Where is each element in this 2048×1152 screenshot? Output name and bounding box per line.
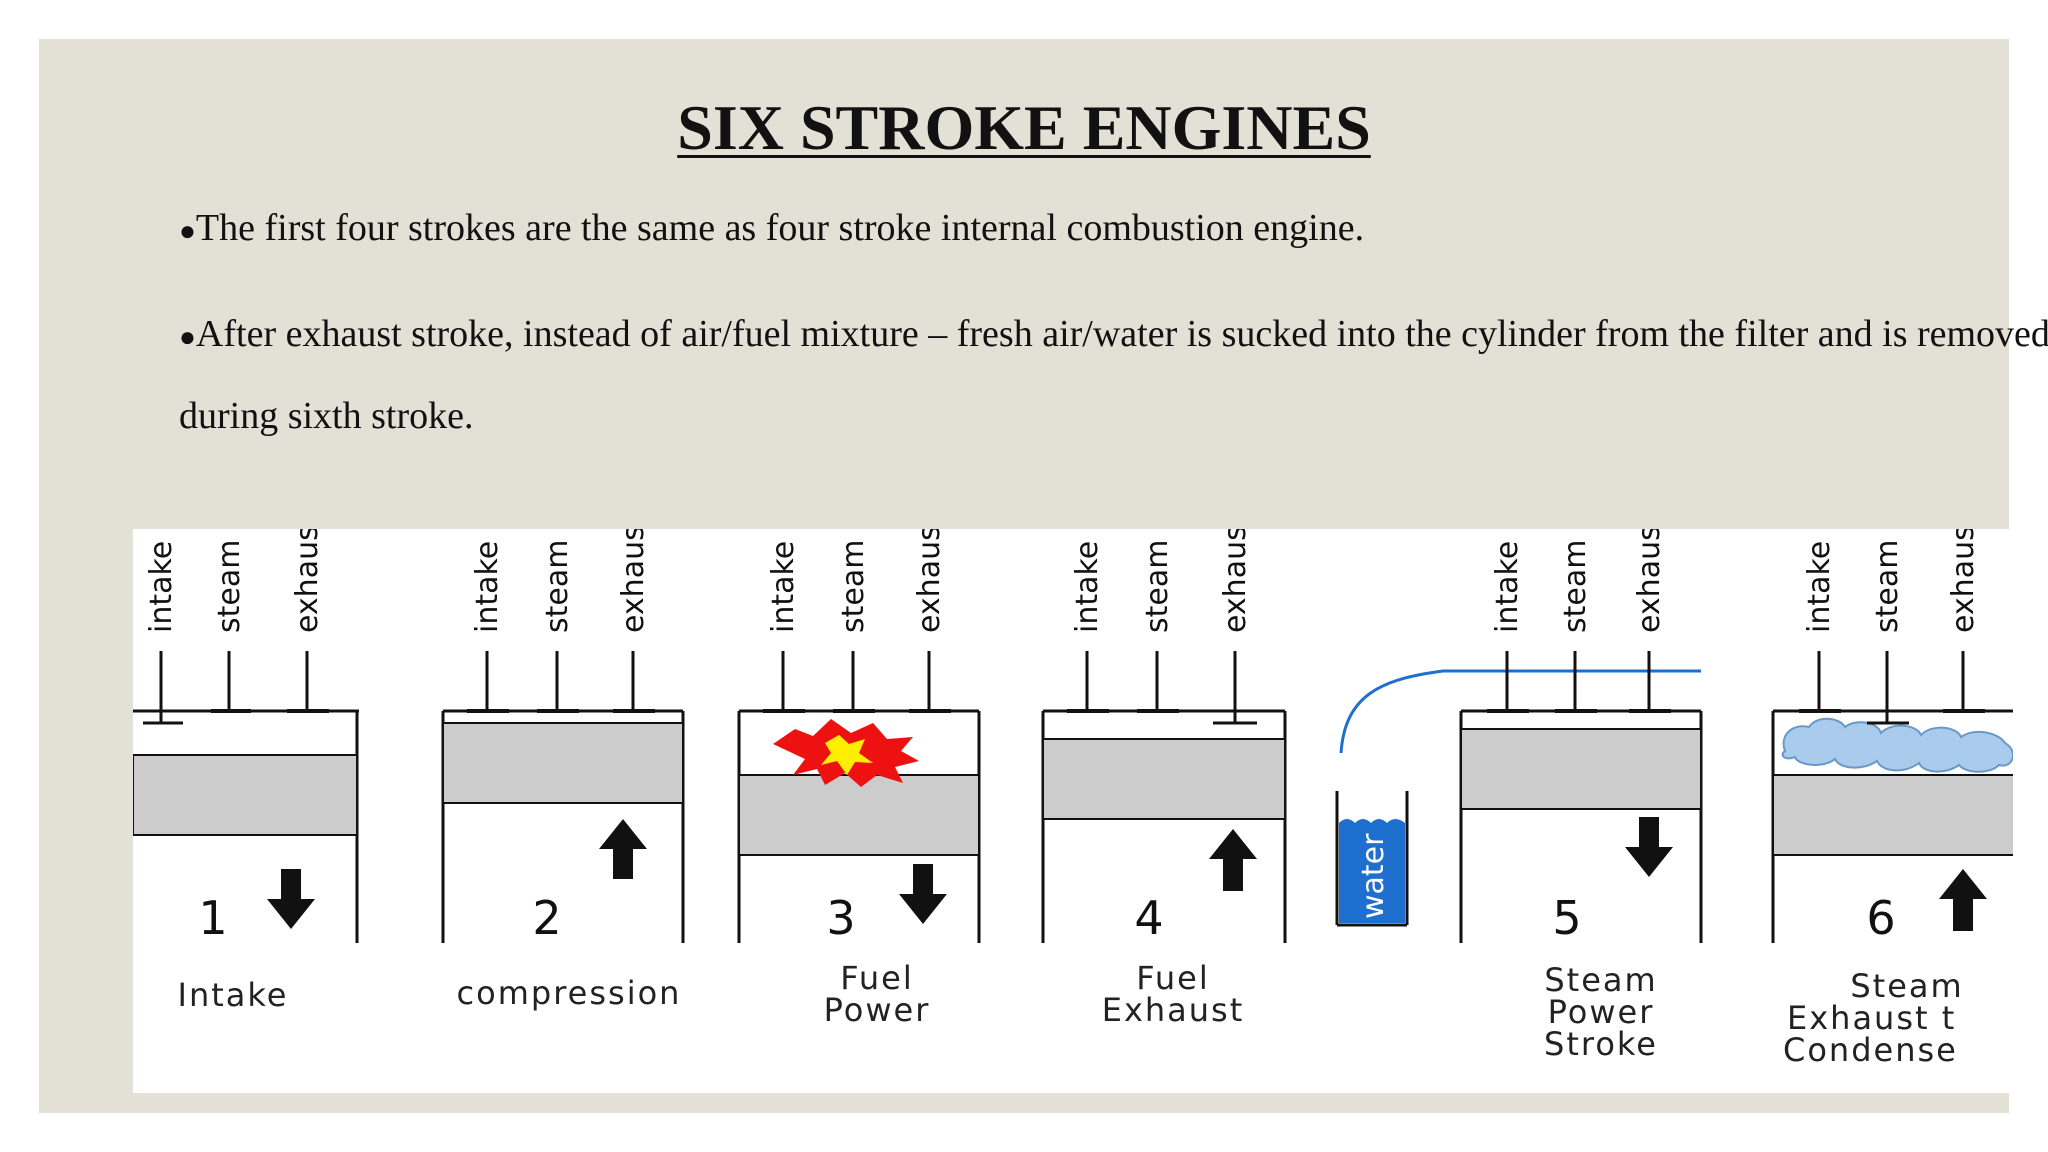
intake-label: intake — [470, 541, 505, 633]
water-label: water — [1356, 833, 1391, 919]
stroke-caption: Intake — [178, 976, 289, 1014]
exhaust-label: exhaust — [616, 529, 651, 633]
piston — [442, 722, 684, 804]
exhaust-label: exhaust — [1218, 529, 1253, 633]
stroke-caption-line-2: Power — [824, 991, 931, 1029]
steam-label: steam — [836, 540, 871, 633]
water-tank: water — [1335, 669, 1701, 927]
diagram-canvas: intake steam exhaust 1 Intake intake — [133, 529, 2013, 1069]
explosion-core — [821, 735, 873, 775]
arrow-down-icon — [1625, 817, 1673, 877]
steam-label: steam — [1870, 540, 1905, 633]
stroke-6-cylinder: intake steam exhaust 6 Steam Exhaust t C… — [1771, 529, 2013, 1069]
bullet-1: ●The first four strokes are the same as … — [179, 189, 2009, 271]
arrow-up-icon — [1939, 869, 1987, 931]
arrow-down-icon — [267, 869, 315, 929]
exhaust-label: exhaust — [1946, 529, 1981, 633]
stroke-number: 6 — [1866, 891, 1895, 945]
arrow-up-icon — [1209, 829, 1257, 891]
steam-label: steam — [540, 540, 575, 633]
slide: SIX STROKE ENGINES ●The first four strok… — [39, 39, 2048, 1113]
stroke-caption: compression — [457, 974, 682, 1012]
bullet-2: ●After exhaust stroke, instead of air/fu… — [179, 295, 2048, 455]
steam-label: steam — [212, 540, 247, 633]
intake-label: intake — [144, 541, 179, 633]
stroke-number: 1 — [198, 891, 227, 945]
piston — [738, 774, 980, 856]
stroke-caption-line-1: Steam — [1850, 967, 1963, 1005]
water-pipe — [1339, 669, 1701, 754]
stroke-caption-line-3: Condense — [1783, 1031, 1958, 1069]
intake-label: intake — [766, 541, 801, 633]
stroke-number: 3 — [826, 891, 855, 945]
six-stroke-diagram: intake steam exhaust 1 Intake intake — [133, 529, 2013, 1093]
arrow-up-icon — [599, 819, 647, 879]
stroke-caption-line-2: Power — [1548, 993, 1655, 1031]
intake-label: intake — [1802, 541, 1837, 633]
stroke-number: 4 — [1134, 891, 1163, 945]
stroke-5-cylinder: intake steam exhaust 5 Steam Power Strok… — [1459, 529, 1703, 1063]
bullet-1-text: The first four strokes are the same as f… — [195, 207, 1365, 249]
arrow-down-icon — [899, 864, 947, 924]
stroke-caption-line-1: Fuel — [840, 959, 914, 997]
stroke-caption-line-1: Fuel — [1136, 959, 1210, 997]
stroke-caption-line-3: Stroke — [1544, 1025, 1658, 1063]
stroke-1-cylinder: intake steam exhaust 1 Intake — [133, 529, 359, 1014]
stroke-3-cylinder: intake steam exhaust 3 Fuel Power — [737, 529, 981, 1029]
exhaust-label: exhaust — [912, 529, 947, 633]
stroke-caption-line-2: Exhaust t — [1787, 999, 1956, 1037]
stroke-4-cylinder: intake steam exhaust 4 Fuel Exhaust — [1041, 529, 1287, 1029]
intake-label: intake — [1070, 541, 1105, 633]
stroke-caption-line-2: Exhaust — [1102, 991, 1245, 1029]
stroke-number: 5 — [1552, 891, 1581, 945]
stroke-2-cylinder: intake steam exhaust 2 compression — [441, 529, 685, 1012]
bullet-dot: ● — [179, 322, 196, 353]
steam-label: steam — [1558, 540, 1593, 633]
bullet-dot: ● — [179, 216, 196, 247]
water-fill — [1339, 823, 1405, 923]
steam-label: steam — [1140, 540, 1175, 633]
intake-label: intake — [1490, 541, 1525, 633]
stroke-caption-line-1: Steam — [1544, 961, 1657, 999]
piston — [133, 754, 358, 836]
exhaust-label: exhaust — [290, 529, 325, 633]
bullet-2-text: After exhaust stroke, instead of air/fue… — [179, 313, 2048, 437]
stroke-number: 2 — [532, 891, 561, 945]
steam-cloud-icon — [1781, 717, 2013, 773]
piston — [1460, 728, 1702, 810]
piston — [1042, 738, 1286, 820]
exhaust-label: exhaust — [1632, 529, 1667, 633]
piston — [1772, 774, 2013, 856]
slide-title: SIX STROKE ENGINES — [677, 92, 1371, 163]
